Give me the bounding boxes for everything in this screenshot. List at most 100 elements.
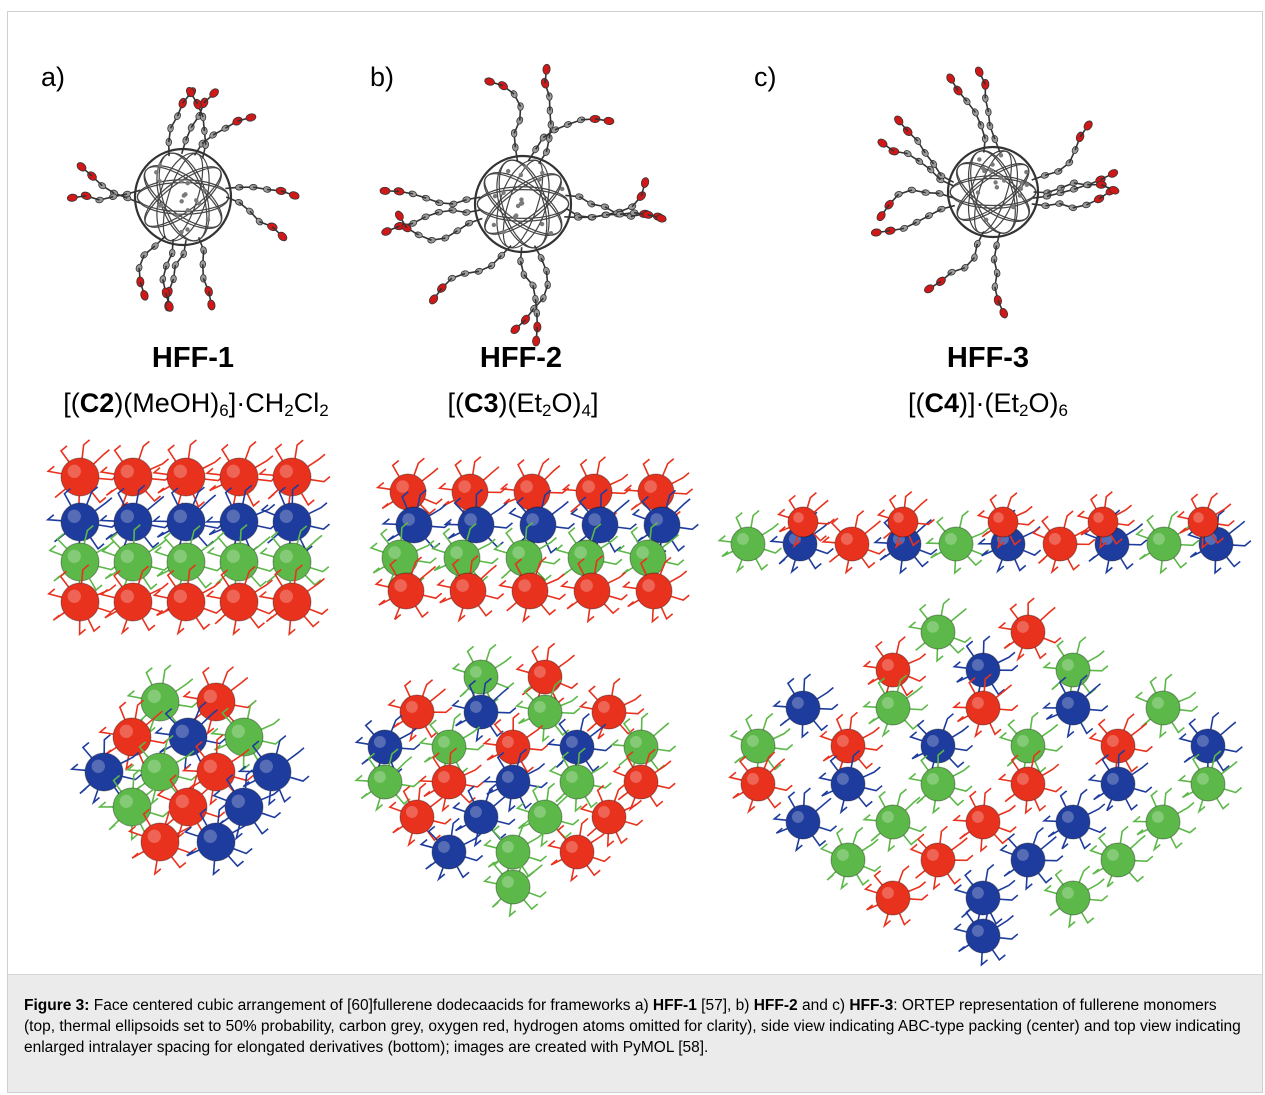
side-chain	[443, 518, 459, 526]
side-chain	[904, 719, 920, 730]
fullerene-sphere	[965, 690, 1001, 726]
sphere-highlight	[881, 658, 894, 671]
side-chain	[546, 642, 556, 661]
side-chain	[103, 734, 111, 754]
side-chain	[396, 756, 413, 771]
side-chain	[907, 772, 922, 782]
side-chain	[669, 570, 688, 583]
fullerene-sphere	[367, 764, 403, 800]
carbon-atom	[157, 178, 162, 184]
side-chain	[260, 504, 275, 516]
carbon-atom	[449, 200, 458, 208]
fullerene-sphere	[196, 752, 236, 792]
fullerene-sphere	[1190, 728, 1226, 764]
side-chain	[940, 598, 951, 616]
side-chain	[1134, 691, 1148, 703]
sphere-highlight	[565, 840, 578, 853]
carbon-atom	[977, 157, 982, 162]
side-chain	[393, 607, 402, 621]
side-chain	[1201, 536, 1209, 550]
carbon-atom	[514, 213, 519, 218]
side-chain	[514, 700, 529, 710]
fullerene-sphere	[219, 457, 259, 497]
sphere-highlight	[518, 579, 531, 592]
side-chain	[232, 820, 251, 834]
carbon-atom	[183, 192, 188, 197]
side-chain	[145, 490, 162, 503]
side-chain	[109, 532, 121, 549]
side-chain	[615, 832, 628, 845]
fullerene-sphere	[1187, 506, 1219, 538]
fullerene-sphere	[431, 834, 467, 870]
sphere-highlight	[746, 734, 759, 747]
side-chain	[1076, 636, 1087, 654]
carbon-atom	[170, 274, 177, 284]
oxygen-atom	[76, 162, 87, 172]
sphere-highlight	[469, 805, 482, 818]
carbon-atom	[961, 263, 969, 272]
oxygen-atom	[603, 116, 615, 126]
side-chain	[657, 745, 677, 752]
side-chain	[593, 782, 612, 789]
side-chain	[52, 612, 65, 621]
side-chain	[83, 524, 94, 544]
side-chain	[154, 727, 170, 736]
fullerene-sphere	[1055, 690, 1091, 726]
fullerene-sphere	[463, 694, 499, 730]
panel-label-b: b)	[370, 62, 395, 92]
side-chain	[498, 579, 513, 589]
carbon-atom	[924, 212, 933, 220]
side-chain	[1135, 528, 1149, 539]
side-chain	[983, 673, 992, 692]
side-chain	[1190, 493, 1199, 509]
side-chain	[1178, 827, 1197, 834]
side-chain	[228, 855, 245, 868]
side-chain	[864, 744, 884, 751]
side-chain	[619, 724, 635, 735]
side-chain	[1159, 724, 1167, 739]
side-chain	[908, 675, 927, 683]
oxygen-atom	[877, 138, 888, 148]
side-chain	[399, 727, 417, 740]
side-chain	[540, 833, 548, 848]
side-chain	[856, 874, 870, 886]
side-chain	[288, 620, 296, 637]
side-chain	[586, 722, 597, 732]
side-chain	[255, 455, 274, 469]
side-chain	[400, 521, 409, 541]
side-chain	[763, 547, 782, 554]
side-chain	[999, 704, 1019, 711]
side-chain	[849, 711, 859, 730]
side-chain	[378, 598, 391, 606]
side-chain	[1099, 536, 1107, 550]
side-chain	[1080, 722, 1094, 735]
side-chain	[624, 799, 642, 811]
side-chain	[597, 727, 605, 740]
side-chain	[1149, 676, 1158, 694]
side-chain	[866, 904, 878, 911]
side-chain	[156, 569, 170, 577]
side-chain	[354, 736, 369, 745]
side-chain	[80, 564, 90, 584]
side-chain	[919, 548, 938, 556]
side-chain	[665, 489, 677, 508]
side-chain	[1211, 750, 1222, 768]
side-chain	[822, 754, 834, 762]
side-chain	[1183, 754, 1195, 763]
fullerene-sphere	[567, 539, 605, 577]
side-chain	[953, 884, 967, 894]
oxygen-atom	[379, 186, 391, 195]
side-chain	[451, 699, 465, 709]
oxygen-atom	[209, 88, 219, 98]
side-chain	[1077, 674, 1088, 692]
side-chain	[469, 555, 479, 574]
side-chain	[310, 523, 331, 531]
side-chain	[863, 883, 878, 894]
side-chain	[817, 772, 832, 782]
side-chain	[113, 570, 123, 588]
sphere-highlight	[1193, 512, 1204, 523]
carbon-atom	[140, 251, 149, 259]
side-chain	[1080, 528, 1091, 536]
sphere-highlight	[437, 735, 450, 748]
side-chain	[996, 559, 1005, 574]
